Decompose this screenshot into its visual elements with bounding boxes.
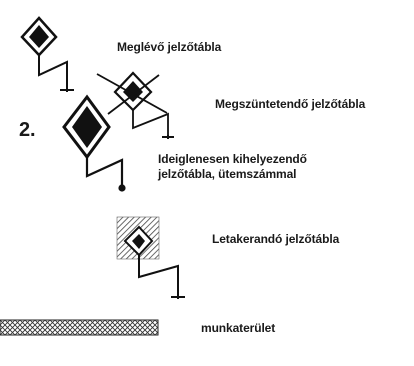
- temporary-sign-symbol: [62, 94, 126, 192]
- takedown-sign-label: Letakerandó jelzőtábla: [212, 232, 340, 246]
- existing-sign-label: Meglévő jelzőtábla: [117, 40, 222, 54]
- temporary-sign-label-line2: jelzőtábla, ütemszámmal: [158, 167, 297, 181]
- removed-sign-label: Megszüntetendő jelzőtábla: [215, 97, 366, 111]
- work-area-label: munkaterület: [201, 321, 276, 335]
- existing-sign-symbol: [20, 16, 74, 92]
- temporary-sign-base-dot: [118, 184, 126, 192]
- work-area-symbol: [0, 319, 159, 336]
- temporary-sign-label-line1: Ideiglenesen kihelyezendő: [158, 152, 307, 166]
- phase-number: 2.: [19, 119, 36, 141]
- takedown-sign-symbol: [116, 216, 185, 299]
- removed-sign-symbol: [96, 71, 174, 139]
